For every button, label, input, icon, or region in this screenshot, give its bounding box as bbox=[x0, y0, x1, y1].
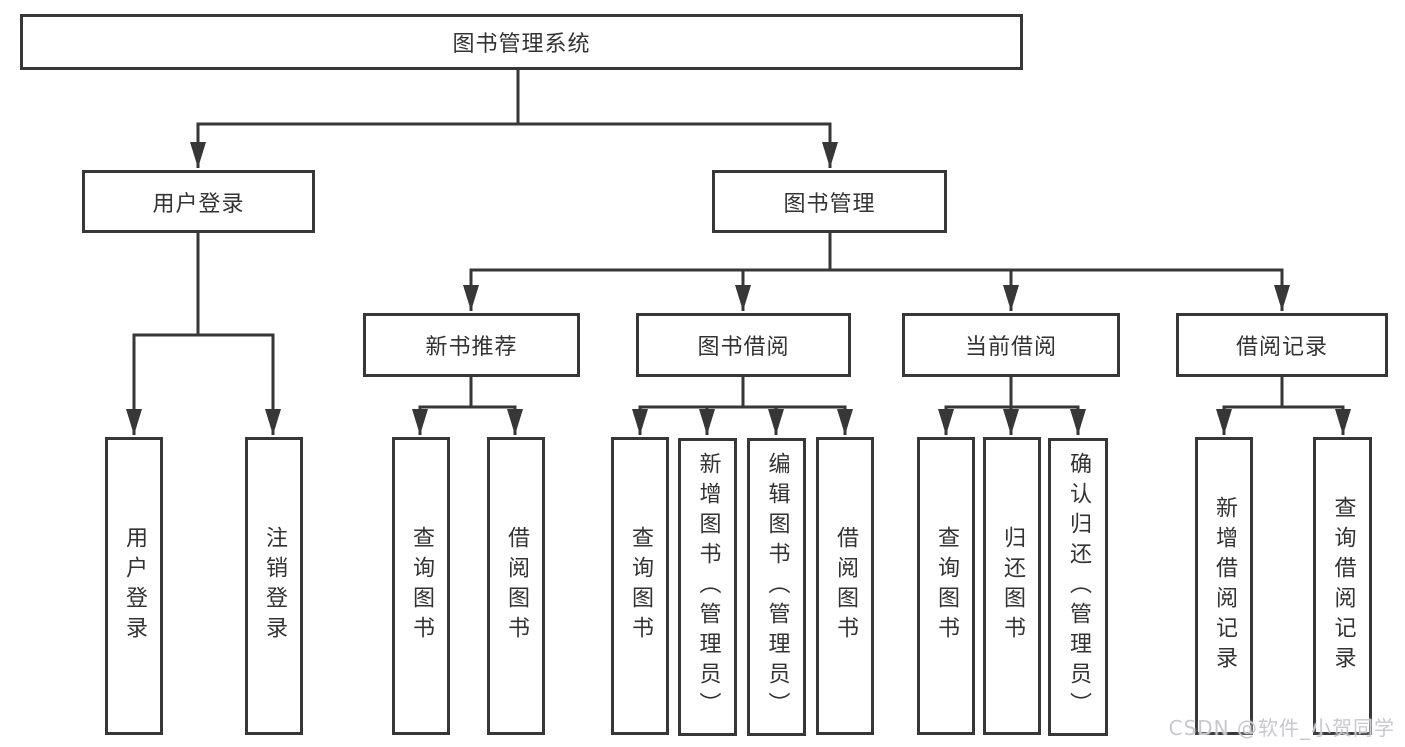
leaf-confirm-return-admin: 确认归还（管理员） bbox=[1048, 438, 1108, 736]
leaf-return-books: 归还图书 bbox=[983, 437, 1041, 735]
node-book-borrowing: 图书借阅 bbox=[636, 313, 851, 377]
leaf-borrow-books-2: 借阅图书 bbox=[816, 437, 874, 735]
leaf-logout: 注销登录 bbox=[245, 437, 303, 735]
csdn-watermark: CSDN @软件_小贺同学 bbox=[1168, 716, 1395, 740]
node-new-book-recommendation: 新书推荐 bbox=[363, 313, 580, 377]
node-current-borrowing: 当前借阅 bbox=[902, 313, 1120, 377]
leaf-query-books-2: 查询图书 bbox=[611, 437, 669, 735]
leaf-query-books-3: 查询图书 bbox=[917, 437, 975, 735]
node-library-system: 图书管理系统 bbox=[20, 14, 1023, 70]
leaf-user-login: 用户登录 bbox=[105, 437, 163, 735]
leaf-add-book-admin: 新增图书（管理员） bbox=[678, 438, 737, 736]
leaf-borrow-books: 借阅图书 bbox=[487, 437, 545, 735]
node-book-management: 图书管理 bbox=[712, 170, 947, 233]
leaf-query-borrow-record: 查询借阅记录 bbox=[1313, 437, 1372, 735]
leaf-add-borrow-record: 新增借阅记录 bbox=[1195, 437, 1253, 735]
node-borrowing-records: 借阅记录 bbox=[1176, 313, 1388, 377]
leaf-edit-book-admin: 编辑图书（管理员） bbox=[747, 438, 806, 736]
node-user-login: 用户登录 bbox=[82, 170, 315, 233]
leaf-query-books: 查询图书 bbox=[392, 437, 450, 735]
